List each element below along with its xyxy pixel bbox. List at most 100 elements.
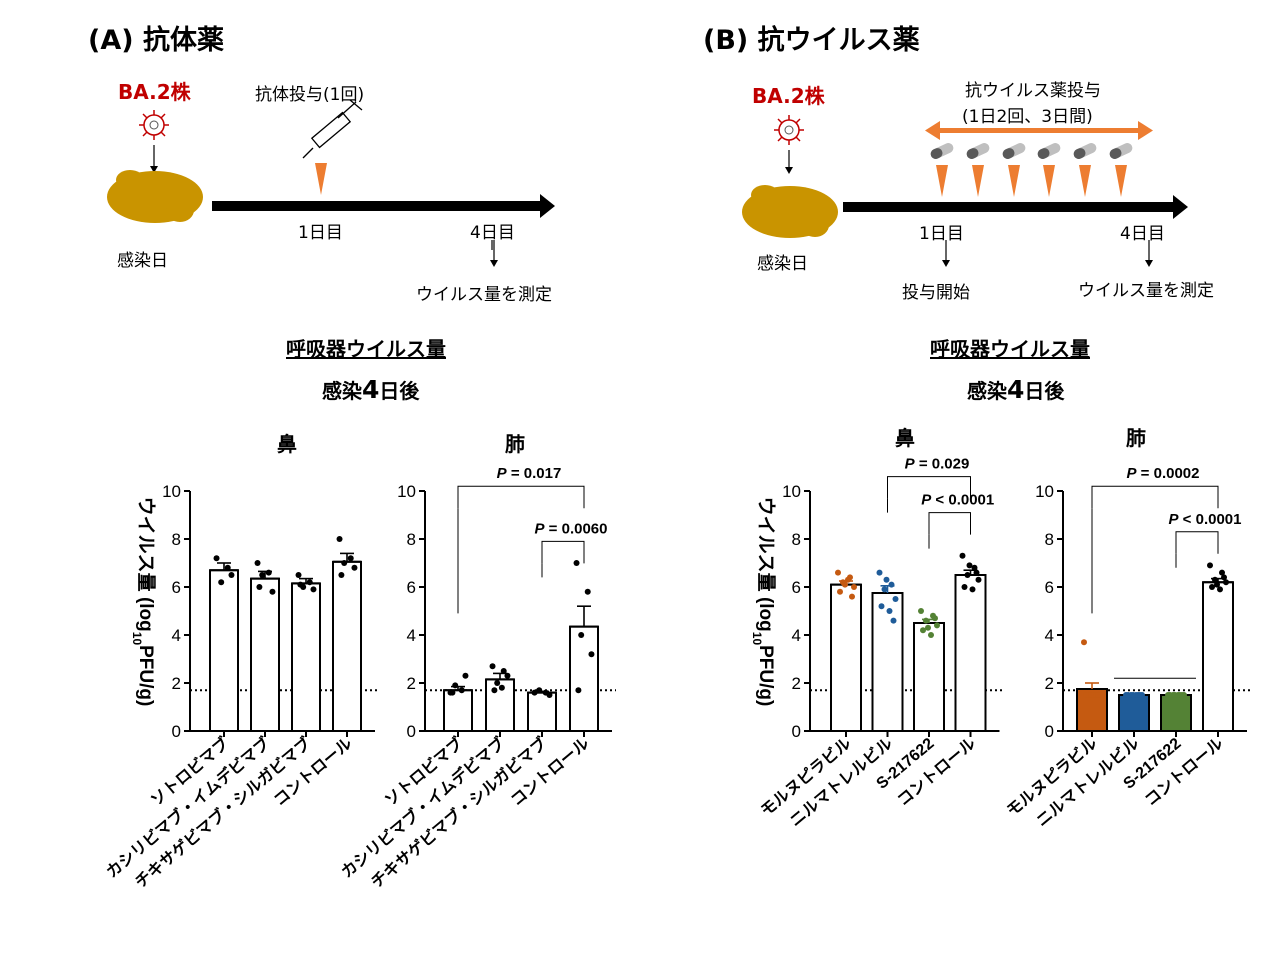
panel-a-measure-label: ウイルス量を測定 xyxy=(416,285,552,305)
data-point xyxy=(536,687,543,694)
bar xyxy=(291,582,321,733)
panel-a-title: (A) 抗体薬 xyxy=(88,25,224,56)
bar xyxy=(954,574,987,732)
panel-a-infection-day: 感染日 xyxy=(117,251,168,271)
data-point xyxy=(876,569,883,576)
y-tick-label: 6 xyxy=(792,578,801,597)
panel-b-strain-label: BA.2株 xyxy=(752,84,825,108)
data-point xyxy=(888,581,895,588)
data-point xyxy=(890,617,897,624)
data-point xyxy=(228,572,235,578)
data-point xyxy=(259,572,266,578)
data-point xyxy=(969,586,976,593)
y-tick-label: 0 xyxy=(407,722,416,741)
y-tick-label: 8 xyxy=(172,530,181,549)
y-tick-label: 8 xyxy=(1045,530,1054,549)
y-tick-label: 8 xyxy=(407,530,416,549)
p-value-label: P = 0.0002 xyxy=(1127,465,1200,482)
data-point xyxy=(575,687,582,694)
data-point xyxy=(925,624,931,631)
data-point xyxy=(1217,586,1223,593)
data-point xyxy=(1223,579,1229,586)
category-label: カシリビマブ・イムデビマブ xyxy=(102,734,273,882)
y-tick-label: 4 xyxy=(407,626,416,645)
significance-bracket xyxy=(457,485,585,509)
syringe-icon xyxy=(302,100,363,159)
significance-bracket xyxy=(887,476,971,499)
data-point xyxy=(964,572,971,578)
panel-a-section-title: 呼吸器ウイルス量 xyxy=(286,337,446,361)
panel-a-nose-title: 鼻 xyxy=(277,432,297,456)
significance-bracket xyxy=(541,540,585,564)
panel-b-measure-arrow xyxy=(1145,240,1153,267)
bar xyxy=(1202,581,1234,733)
panel-a-day4: 4日目 xyxy=(470,223,515,243)
significance-bracket xyxy=(1175,531,1219,554)
category-label: チキサゲビマブ・シルガビマブ xyxy=(367,734,550,892)
data-point xyxy=(265,569,272,576)
dosing-period-arrow xyxy=(925,121,1153,140)
data-point xyxy=(347,555,354,562)
data-point xyxy=(973,569,980,576)
data-point xyxy=(961,584,968,590)
panel-b-timeline xyxy=(742,115,1188,238)
y-tick-label: 2 xyxy=(407,674,416,693)
panel-a-day1: 1日目 xyxy=(298,223,343,243)
y-tick-label: 0 xyxy=(792,722,801,741)
bar xyxy=(250,577,280,732)
data-point xyxy=(1179,692,1185,698)
bar xyxy=(913,622,945,732)
y-tick-label: 0 xyxy=(1045,722,1054,741)
p-value-label: P = 0.029 xyxy=(905,456,970,473)
y-tick-label: 2 xyxy=(172,674,181,693)
panel-b-dosing-sub: (1日2回、3日間) xyxy=(962,107,1093,127)
data-point xyxy=(1219,569,1225,576)
data-point xyxy=(213,555,220,562)
bar xyxy=(332,560,362,732)
y-tick-label: 4 xyxy=(172,626,181,645)
panel-b-nose-title: 鼻 xyxy=(895,426,915,450)
data-point xyxy=(883,576,890,583)
panel-b-day1: 1日目 xyxy=(919,224,964,244)
data-point xyxy=(462,672,469,679)
data-point xyxy=(336,536,343,542)
data-point xyxy=(218,579,225,586)
y-tick-label: 10 xyxy=(1035,482,1054,501)
panel-a-section-sub: 感染4日後 xyxy=(322,375,420,404)
panel-b-start-label: 投与開始 xyxy=(902,283,970,303)
data-point xyxy=(546,692,553,698)
panel-b-day4: 4日目 xyxy=(1120,224,1165,244)
panel-b-section-sub: 感染4日後 xyxy=(967,375,1065,404)
category-label: カシリビマブ・イムデビマブ xyxy=(337,734,508,882)
panel-b-section-title: 呼吸器ウイルス量 xyxy=(930,337,1090,361)
data-point xyxy=(351,564,358,571)
data-point xyxy=(341,560,348,566)
data-point xyxy=(269,588,276,595)
data-point xyxy=(256,584,263,590)
bar xyxy=(1160,694,1192,732)
data-point xyxy=(1212,576,1218,583)
data-point xyxy=(1172,692,1178,698)
panel-b-dosing-label: 抗ウイルス薬投与 xyxy=(965,81,1101,101)
chart-0: 0246810ソトロビマブカシリビマブ・イムデビマブチキサゲビマブ・シルガビマブ… xyxy=(102,482,379,892)
virus-icon xyxy=(139,110,169,140)
panel-b-infection-day: 感染日 xyxy=(757,254,808,274)
p-value-label: P < 0.0001 xyxy=(921,492,994,509)
bar xyxy=(1118,694,1150,732)
data-point xyxy=(886,608,893,614)
y-tick-label: 0 xyxy=(172,722,181,741)
y-tick-label: 6 xyxy=(172,578,181,597)
data-point xyxy=(918,608,924,614)
dose-arrow-icon xyxy=(315,163,327,195)
significance-bracket xyxy=(928,512,971,535)
y-tick-label: 2 xyxy=(1045,674,1054,693)
data-point xyxy=(489,663,496,670)
y-tick-label: 8 xyxy=(792,530,801,549)
data-point xyxy=(295,572,302,578)
y-tick-label: 6 xyxy=(407,578,416,597)
significance-bracket xyxy=(1091,485,1219,509)
data-point xyxy=(588,651,595,658)
